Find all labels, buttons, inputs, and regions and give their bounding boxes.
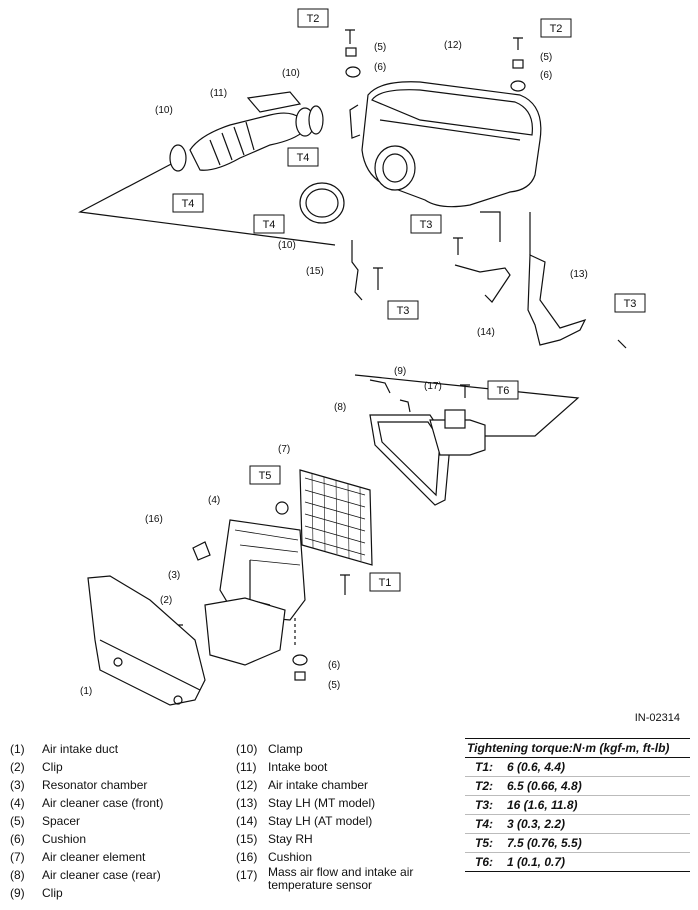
callout-10: (10) (282, 68, 300, 79)
legend-item: (2)Clip (10, 760, 63, 774)
callout-15: (15) (306, 266, 324, 277)
assembly-guide-line (354, 374, 580, 437)
callout-10: (10) (155, 105, 173, 116)
exploded-diagram: T2 T2 T4 T4 T4 T3 T3 T3 (78, 8, 646, 706)
clamp (169, 144, 187, 172)
bolt (513, 37, 523, 50)
cushion-16 (192, 541, 211, 561)
torque-table-header: Tightening torque:N·m (kgf-m, ft-lb) (465, 738, 690, 758)
torque-row: T1:6 (0.6, 4.4) (465, 758, 690, 777)
torque-row: T2:6.5 (0.66, 4.8) (465, 777, 690, 796)
clip (399, 399, 411, 413)
legend-item: (8)Air cleaner case (rear) (10, 868, 161, 882)
figure-id: IN-02314 (634, 712, 680, 724)
svg-text:T3: T3 (397, 305, 410, 317)
callout-1: (1) (80, 686, 92, 697)
torque-tag-t6: T6 (487, 380, 519, 400)
cushion (510, 80, 526, 92)
clip (369, 379, 391, 394)
svg-text:T1: T1 (379, 577, 392, 589)
legend-item: (12)Air intake chamber (236, 778, 369, 792)
callout-14: (14) (477, 327, 495, 338)
callout-8: (8) (334, 402, 346, 413)
bolt (345, 29, 355, 44)
torque-tag-t1: T1 (369, 572, 401, 592)
chamber-outlet (374, 145, 416, 191)
torque-tag-t4: T4 (287, 147, 319, 167)
torque-tag-t5: T5 (249, 465, 281, 485)
svg-text:T4: T4 (297, 152, 310, 164)
legend-mid: (10)Clamp (11)Intake boot (12)Air intake… (236, 740, 438, 902)
stay-lh-at (454, 264, 511, 303)
assembly-guide-line (480, 211, 501, 242)
assembly-guide-line (78, 161, 336, 246)
callout-10: (10) (278, 240, 296, 251)
callout-4: (4) (208, 495, 220, 506)
callout-9: (9) (394, 366, 406, 377)
stay-rh (351, 240, 363, 301)
cushion (345, 66, 361, 78)
legend-item: (13)Stay LH (MT model) (236, 796, 376, 810)
air-intake-duct (87, 575, 206, 706)
callout-7: (7) (278, 444, 290, 455)
callout-5: (5) (328, 680, 340, 691)
svg-text:T5: T5 (259, 470, 272, 482)
torque-tag-t2: T2 (297, 8, 329, 28)
svg-text:T3: T3 (624, 298, 637, 310)
svg-text:T4: T4 (263, 219, 276, 231)
svg-text:T2: T2 (307, 13, 320, 25)
torque-tag-t4: T4 (172, 193, 204, 213)
spacer (345, 47, 357, 57)
callout-6: (6) (540, 70, 552, 81)
svg-text:T6: T6 (497, 385, 510, 397)
torque-tag-t3: T3 (387, 300, 419, 320)
legend-item: (16)Cushion (236, 850, 313, 864)
callout-13: (13) (570, 269, 588, 280)
callout-3: (3) (168, 570, 180, 581)
callout-12: (12) (444, 40, 462, 51)
callout-6: (6) (374, 62, 386, 73)
torque-tag-t3: T3 (614, 293, 646, 313)
callout-11: (11) (210, 88, 227, 99)
legend-item: (9)Clip (10, 886, 63, 900)
svg-text:T3: T3 (420, 219, 433, 231)
torque-row: T5:7.5 (0.76, 5.5) (465, 834, 690, 853)
stay-lh-mt (527, 254, 587, 346)
torque-tag-t3: T3 (410, 214, 442, 234)
legend-item: (15)Stay RH (236, 832, 313, 846)
legend-item: (10)Clamp (236, 742, 303, 756)
torque-row: T3:16 (1.6, 11.8) (465, 796, 690, 815)
legend-left: (1)Air intake duct (2)Clip (3)Resonator … (10, 740, 163, 902)
legend-item: (5)Spacer (10, 814, 81, 828)
legend-item: (7)Air cleaner element (10, 850, 146, 864)
resonator-chamber (204, 597, 286, 666)
svg-text:T4: T4 (182, 198, 195, 210)
spacer (512, 59, 524, 69)
legend-item: (4)Air cleaner case (front) (10, 796, 164, 810)
callout-2: (2) (160, 595, 172, 606)
legend-item: (11)Intake boot (236, 760, 328, 774)
mass-air-flow-sensor (429, 419, 486, 456)
svg-text:T2: T2 (550, 23, 563, 35)
torque-row: T6:1 (0.1, 0.7) (465, 853, 690, 872)
torque-tag-t2: T2 (540, 18, 572, 38)
legend-item: (1)Air intake duct (10, 742, 119, 756)
torque-tag-t4: T4 (253, 214, 285, 234)
callout-5: (5) (540, 52, 552, 63)
legend-item: (14)Stay LH (AT model) (236, 814, 373, 828)
callout-5: (5) (374, 42, 386, 53)
torque-table: Tightening torque:N·m (kgf-m, ft-lb) T1:… (465, 738, 690, 872)
legend-item: (3)Resonator chamber (10, 778, 148, 792)
torque-row: T4:3 (0.3, 2.2) (465, 815, 690, 834)
callout-17: (17) (424, 381, 442, 392)
callout-6: (6) (328, 660, 340, 671)
clamp (308, 105, 324, 135)
legend-item: (17)Mass air flow and intake air tempera… (236, 865, 414, 892)
callout-16: (16) (145, 514, 163, 525)
air-cleaner-case-rear (369, 414, 451, 506)
legend-item: (6)Cushion (10, 832, 87, 846)
